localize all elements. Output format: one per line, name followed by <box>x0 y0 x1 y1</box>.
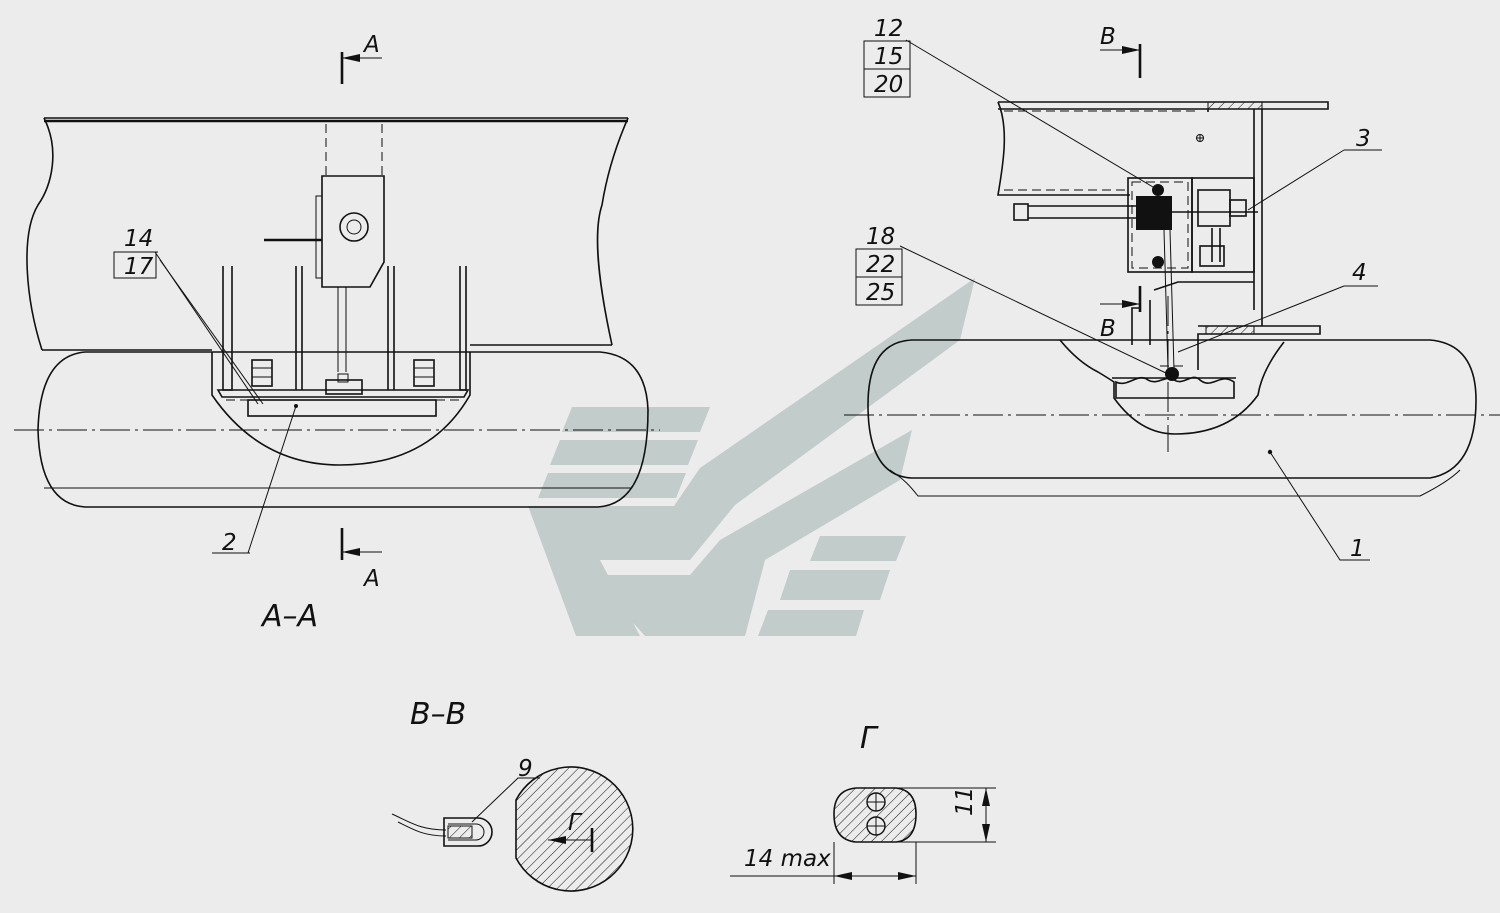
svg-text:18: 18 <box>866 224 895 250</box>
cut-mark-v-side: В <box>1100 286 1142 342</box>
logo-watermark <box>528 278 975 636</box>
section-title-vv: В–В <box>410 697 466 732</box>
svg-text:20: 20 <box>874 72 903 98</box>
cut-mark-a-top: А <box>340 32 382 84</box>
svg-text:2: 2 <box>222 530 237 556</box>
svg-text:25: 25 <box>866 280 895 306</box>
svg-text:14: 14 <box>124 226 153 252</box>
section-vv-view <box>391 766 634 892</box>
svg-text:22: 22 <box>866 252 895 278</box>
cut-letter: В <box>1100 24 1116 50</box>
section-title-aa: А–А <box>260 599 318 634</box>
dimension-width: 14 max <box>744 846 831 872</box>
callout-9: 9 <box>518 756 533 782</box>
cut-mark-a-bottom: А <box>340 528 382 592</box>
callout-18-22-25: 18 22 25 <box>855 224 903 306</box>
callout-12-15-20: 12 15 20 <box>863 16 911 98</box>
cut-letter: А <box>362 32 380 58</box>
callout-3: 3 <box>1356 126 1371 152</box>
view-title-g: Г <box>860 721 879 756</box>
view-g-cable <box>730 787 996 884</box>
callout-1: 1 <box>1350 536 1365 562</box>
svg-text:15: 15 <box>874 44 903 70</box>
dimension-height: 11 <box>952 787 978 816</box>
svg-text:17: 17 <box>124 254 154 280</box>
callout-14-17: 14 17 <box>113 226 158 280</box>
callout-2: 2 <box>222 530 237 556</box>
callout-4: 4 <box>1352 260 1367 286</box>
side-view <box>844 39 1500 561</box>
cut-mark-v-top: В <box>1100 24 1142 78</box>
cut-mark-g: Г <box>568 810 583 836</box>
svg-text:12: 12 <box>874 16 903 42</box>
cut-letter: В <box>1100 316 1116 342</box>
section-aa-view <box>14 117 660 554</box>
cut-letter: А <box>362 566 380 592</box>
